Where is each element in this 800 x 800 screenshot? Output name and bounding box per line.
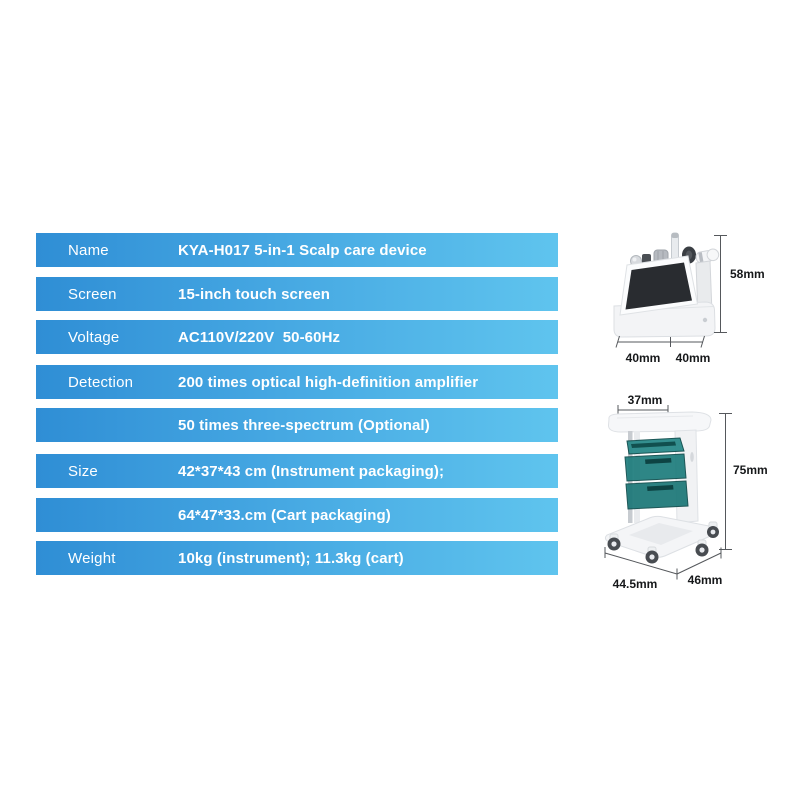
device-height-label: 58mm [730, 267, 765, 281]
spec-value: 50 times three-spectrum (Optional) [178, 416, 430, 434]
spec-row-size-2: 64*47*33.cm (Cart packaging) [36, 498, 558, 532]
cart-width-label: 46mm [688, 573, 723, 587]
device-probe [695, 248, 720, 264]
device-width-left-label: 40mm [626, 351, 661, 365]
device-dimensions: 58mm 40mm 40mm [615, 235, 765, 365]
cart-height-dim-line [719, 413, 732, 550]
cart-top-dimension: 37mm [617, 393, 669, 415]
device-illustration-image [613, 232, 720, 338]
cart-height-label: 75mm [733, 463, 768, 477]
spec-value: 10kg (instrument); 11.3kg (cart) [178, 549, 404, 567]
device-figure: 58mm 40mm 40mm [613, 232, 765, 365]
spec-row-detection-2: 50 times three-spectrum (Optional) [36, 408, 558, 442]
spec-value: 64*47*33.cm (Cart packaging) [178, 506, 391, 524]
device-width-dim-line [615, 335, 705, 348]
spec-table: Name KYA-H017 5-in-1 Scalp care device S… [36, 233, 558, 575]
spec-value: 200 times optical high-definition amplif… [178, 373, 479, 391]
spec-value: KYA-H017 5-in-1 Scalp care device [178, 241, 427, 259]
spec-label: Voltage [68, 328, 120, 346]
spec-value: 15-inch touch screen [178, 285, 331, 303]
spec-row-name: Name KYA-H017 5-in-1 Scalp care device [36, 233, 558, 267]
cart-depth-label: 44.5mm [613, 577, 658, 591]
spec-row-detection: Detection 200 times optical high-definit… [36, 365, 558, 399]
spec-row-voltage: Voltage AC110V/220V 50-60Hz [36, 320, 558, 354]
spec-row-size: Size 42*37*43 cm (Instrument packaging); [36, 454, 558, 488]
spec-label: Name [68, 241, 109, 259]
spec-label: Screen [68, 285, 117, 303]
spec-label: Weight [68, 549, 116, 567]
spec-value: AC110V/220V 50-60Hz [178, 328, 341, 346]
spec-row-weight: Weight 10kg (instrument); 11.3kg (cart) [36, 541, 558, 575]
spec-row-screen: Screen 15-inch touch screen [36, 277, 558, 311]
cart-illustration-image [604, 411, 719, 564]
spec-value: 42*37*43 cm (Instrument packaging); [178, 462, 445, 480]
spec-label: Size [68, 462, 98, 480]
cart-top-width-label: 37mm [628, 393, 663, 407]
device-width-right-label: 40mm [676, 351, 711, 365]
cart-dimensions: 75mm 44.5mm 46mm [604, 413, 768, 591]
cart-width-dim-line [676, 547, 722, 575]
cart-figure: 37mm [604, 393, 768, 591]
device-height-dim-line [714, 235, 727, 333]
cart-casters [607, 521, 719, 564]
spec-label: Detection [68, 373, 134, 391]
